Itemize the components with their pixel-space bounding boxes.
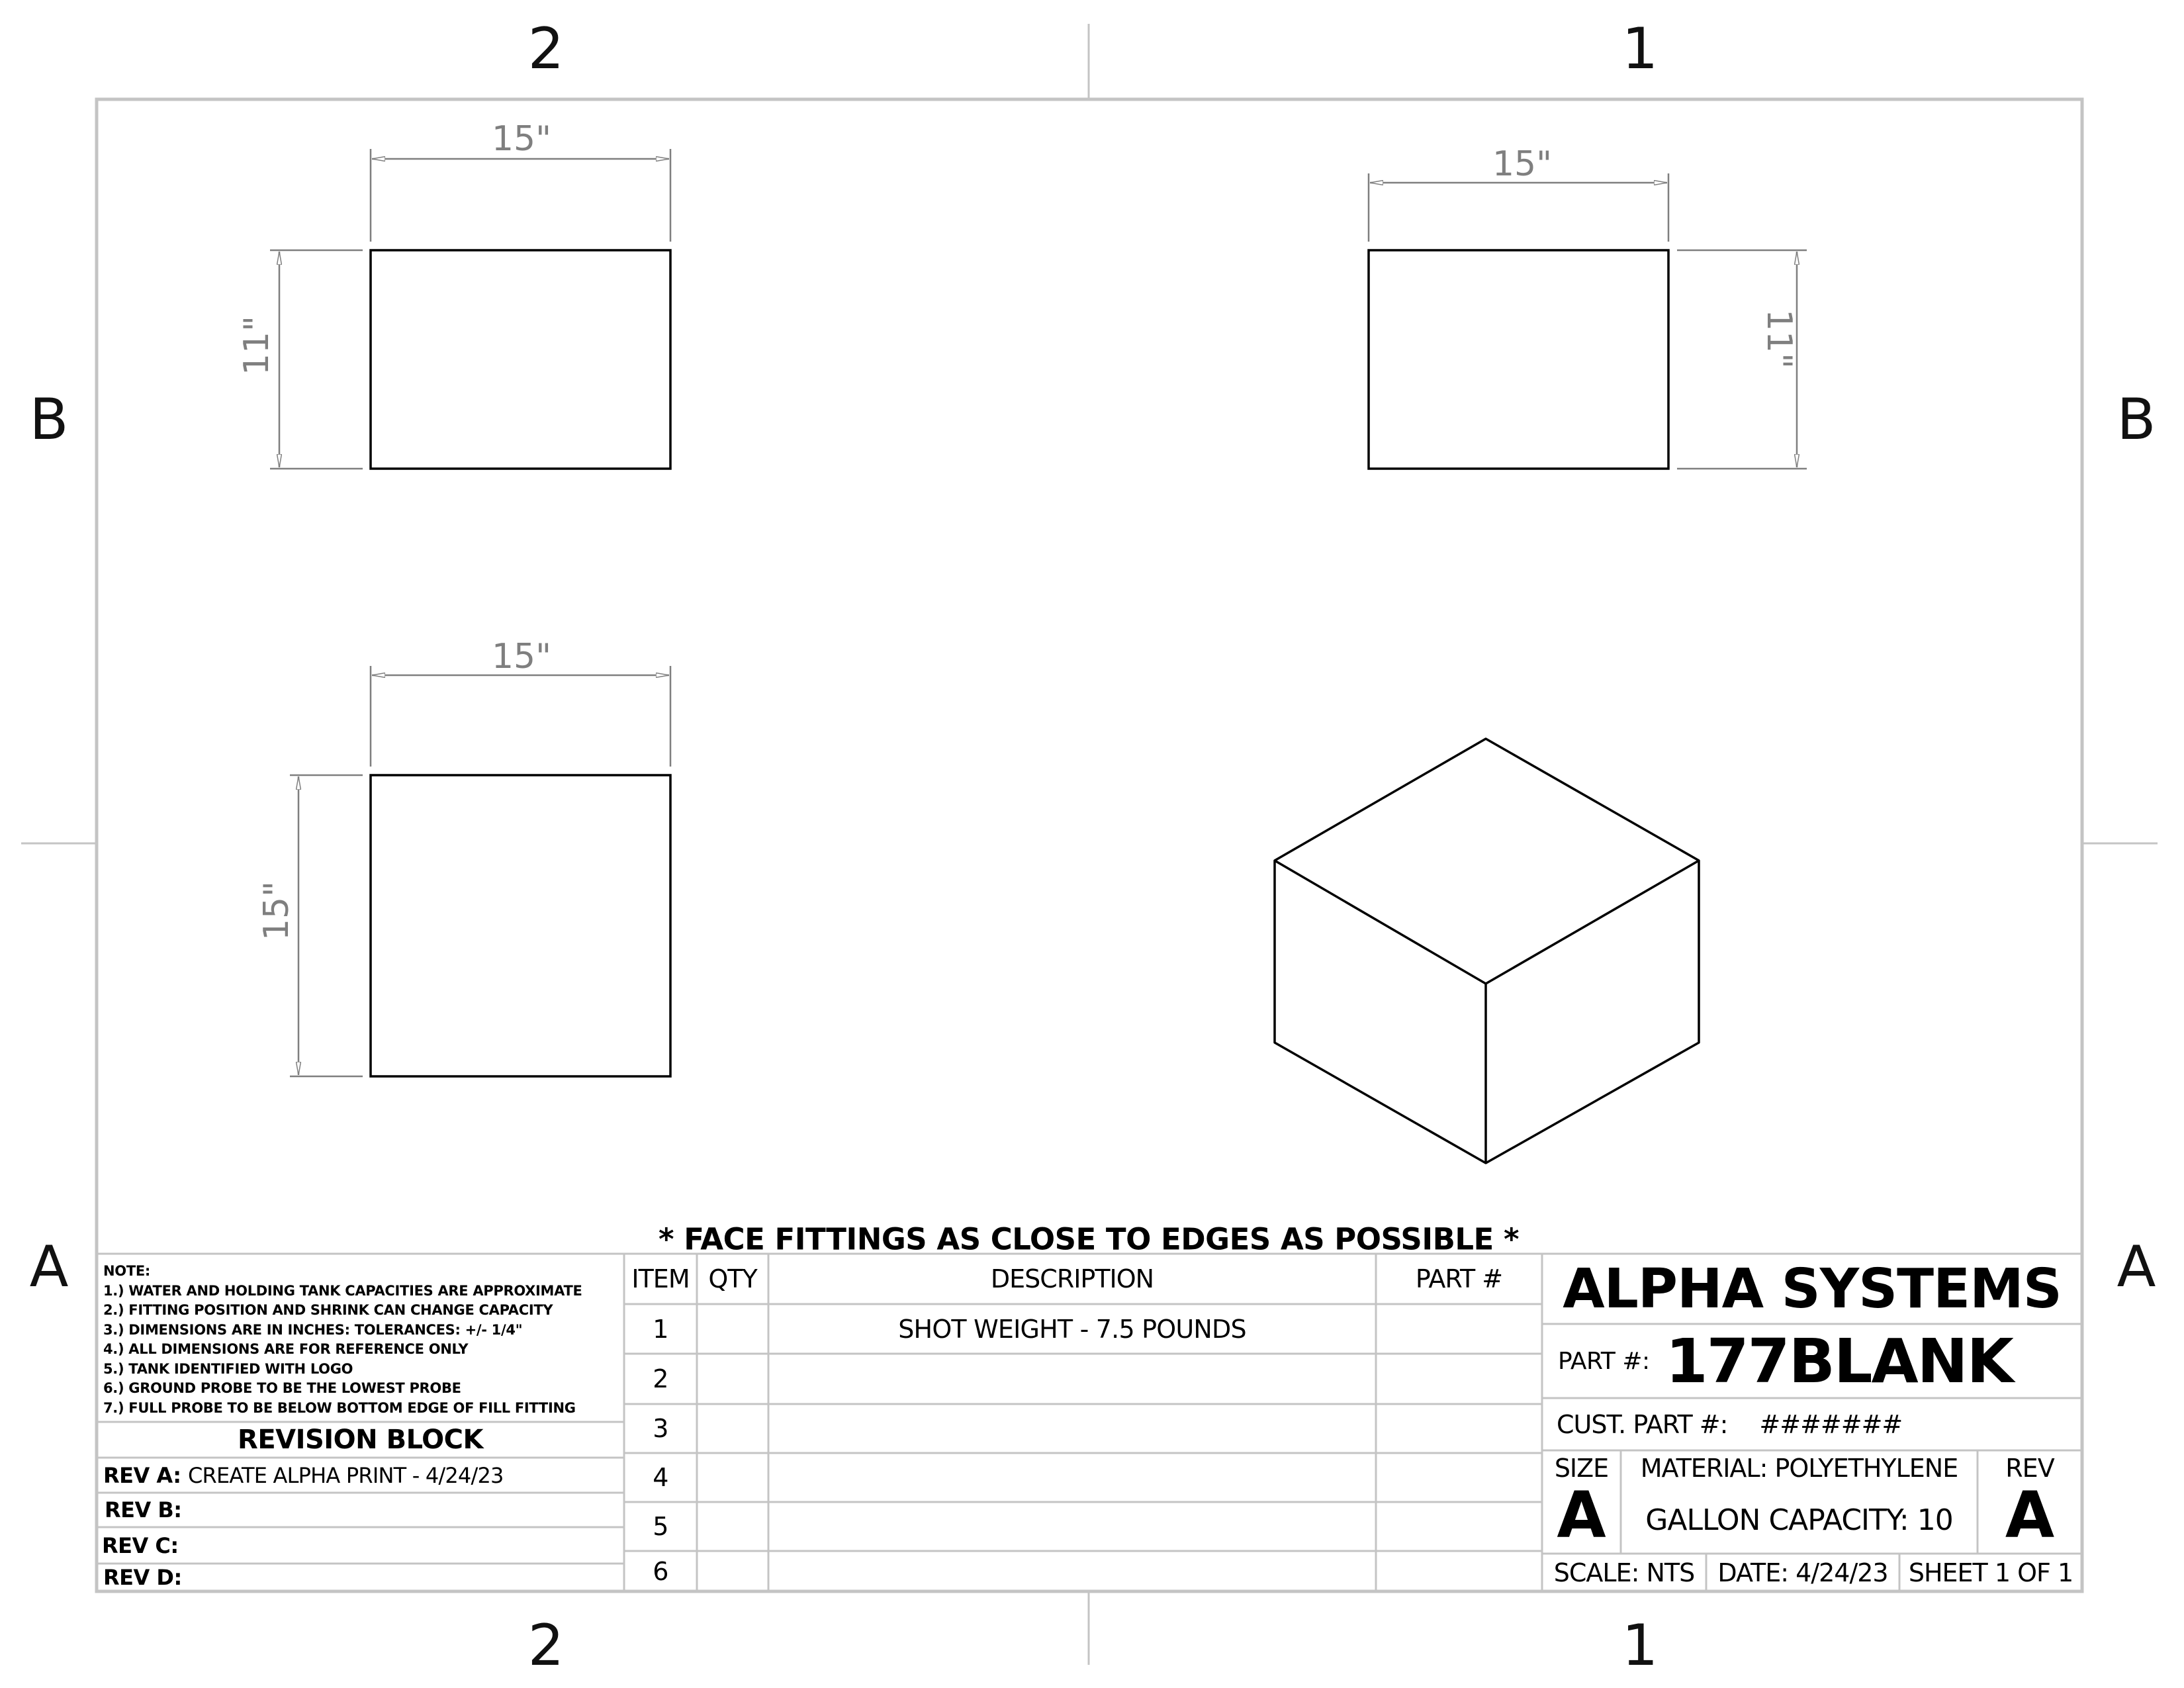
- revision-row: REV D:: [103, 1564, 619, 1591]
- part-number-label: PART #:: [1558, 1347, 1650, 1375]
- dimension-height-top-left: 11": [237, 315, 277, 376]
- note-item: 5.) TANK IDENTIFIED WITH LOGO: [103, 1360, 353, 1377]
- note-item: 7.) FULL PROBE TO BE BELOW BOTTOM EDGE O…: [103, 1399, 576, 1416]
- zone-label-col-1-bottom: 1: [1621, 1613, 1659, 1679]
- customer-part-row: CUST. PART #: #######: [1557, 1398, 2079, 1450]
- revision-label: REV D:: [103, 1565, 182, 1590]
- material-capacity-cell: MATERIAL: POLYETHYLENE GALLON CAPACITY: …: [1621, 1453, 1978, 1552]
- zone-label-row-b-left: B: [29, 387, 69, 453]
- zone-ticks: [21, 24, 2158, 1665]
- note-item: 2.) FITTING POSITION AND SHRINK CAN CHAN…: [103, 1302, 553, 1318]
- bom-item-number: 4: [653, 1463, 668, 1492]
- notes-heading: NOTE:: [103, 1263, 150, 1279]
- bom-item-number: 2: [653, 1364, 668, 1393]
- zone-label-row-a-right: A: [2116, 1234, 2156, 1300]
- view-isometric: [1273, 737, 1700, 1164]
- revision-label: REV A:: [103, 1462, 181, 1488]
- revision-row: REV C:: [102, 1527, 618, 1564]
- part-number-row: PART #: 177BLANK: [1558, 1324, 2081, 1398]
- rev-cell: REV A: [1978, 1453, 2082, 1552]
- bom-item-number: 5: [653, 1512, 668, 1541]
- bom-header-qty: QTY: [708, 1264, 757, 1293]
- company-name: ALPHA SYSTEMS: [1563, 1257, 2062, 1321]
- view-top-left: [270, 149, 672, 470]
- zone-label-row-b-right: B: [2116, 387, 2156, 453]
- table-grid: [97, 1252, 2082, 1591]
- bom-item-number: 6: [653, 1556, 668, 1586]
- revision-row: REV B:: [105, 1493, 621, 1527]
- revision-value: CREATE ALPHA PRINT - 4/24/23: [188, 1462, 504, 1488]
- material-text: MATERIAL: POLYETHYLENE: [1640, 1454, 1959, 1483]
- revision-label: REV C:: [102, 1532, 179, 1558]
- bom-item-number: 1: [653, 1314, 668, 1344]
- note-item: 4.) ALL DIMENSIONS ARE FOR REFERENCE ONL…: [103, 1341, 469, 1357]
- note-item: 1.) WATER AND HOLDING TANK CAPACITIES AR…: [103, 1282, 582, 1299]
- rev-label: REV: [2005, 1454, 2054, 1483]
- fittings-banner-note: * FACE FITTINGS AS CLOSE TO EDGES AS POS…: [659, 1221, 1519, 1257]
- revision-label: REV B:: [105, 1497, 182, 1523]
- size-label: SIZE: [1554, 1454, 1609, 1483]
- zone-label-col-2-top: 2: [527, 16, 565, 82]
- revision-block-title: REVISION BLOCK: [238, 1425, 483, 1455]
- bom-header-part-number: PART #: [1415, 1264, 1503, 1293]
- bom-qty: [697, 1304, 768, 1354]
- view-top-right: [1367, 173, 1807, 470]
- dimension-width-bottom-left: 15": [491, 637, 552, 677]
- note-item: 6.) GROUND PROBE TO BE THE LOWEST PROBE: [103, 1380, 461, 1396]
- customer-part-value: #######: [1759, 1409, 1903, 1439]
- zone-label-col-2-bottom: 2: [527, 1613, 565, 1679]
- part-number-value: 177BLANK: [1665, 1325, 2014, 1397]
- view-bottom-left: [290, 666, 672, 1078]
- note-item: 3.) DIMENSIONS ARE IN INCHES: TOLERANCES…: [103, 1321, 523, 1338]
- sheet-text: SHEET 1 OF 1: [1908, 1558, 2073, 1587]
- general-notes: NOTE: 1.) WATER AND HOLDING TANK CAPACIT…: [103, 1262, 619, 1418]
- dimension-height-bottom-left: 15": [257, 880, 296, 941]
- gallon-capacity-text: GALLON CAPACITY: 10: [1645, 1503, 1953, 1537]
- zone-label-col-1-top: 1: [1621, 16, 1659, 82]
- bom-description: SHOT WEIGHT - 7.5 POUNDS: [898, 1314, 1246, 1344]
- revision-row: REV A: CREATE ALPHA PRINT - 4/24/23: [103, 1458, 619, 1493]
- bom-item-number: 3: [653, 1414, 668, 1443]
- rev-value: A: [2005, 1478, 2055, 1552]
- scale-text: SCALE: NTS: [1553, 1558, 1695, 1587]
- bom-header-item: ITEM: [631, 1264, 690, 1293]
- bom-part-number: [1376, 1304, 1542, 1354]
- dimension-width-top-left: 15": [491, 119, 552, 159]
- size-value: A: [1557, 1478, 1606, 1552]
- dimension-height-top-right: 11": [1759, 308, 1799, 369]
- customer-part-label: CUST. PART #:: [1557, 1409, 1728, 1439]
- date-text: DATE: 4/24/23: [1717, 1558, 1888, 1587]
- size-cell: SIZE A: [1542, 1453, 1621, 1552]
- zone-label-row-a-left: A: [29, 1234, 69, 1300]
- bom-header-description: DESCRIPTION: [990, 1264, 1154, 1293]
- dimension-width-top-right: 15": [1492, 144, 1553, 184]
